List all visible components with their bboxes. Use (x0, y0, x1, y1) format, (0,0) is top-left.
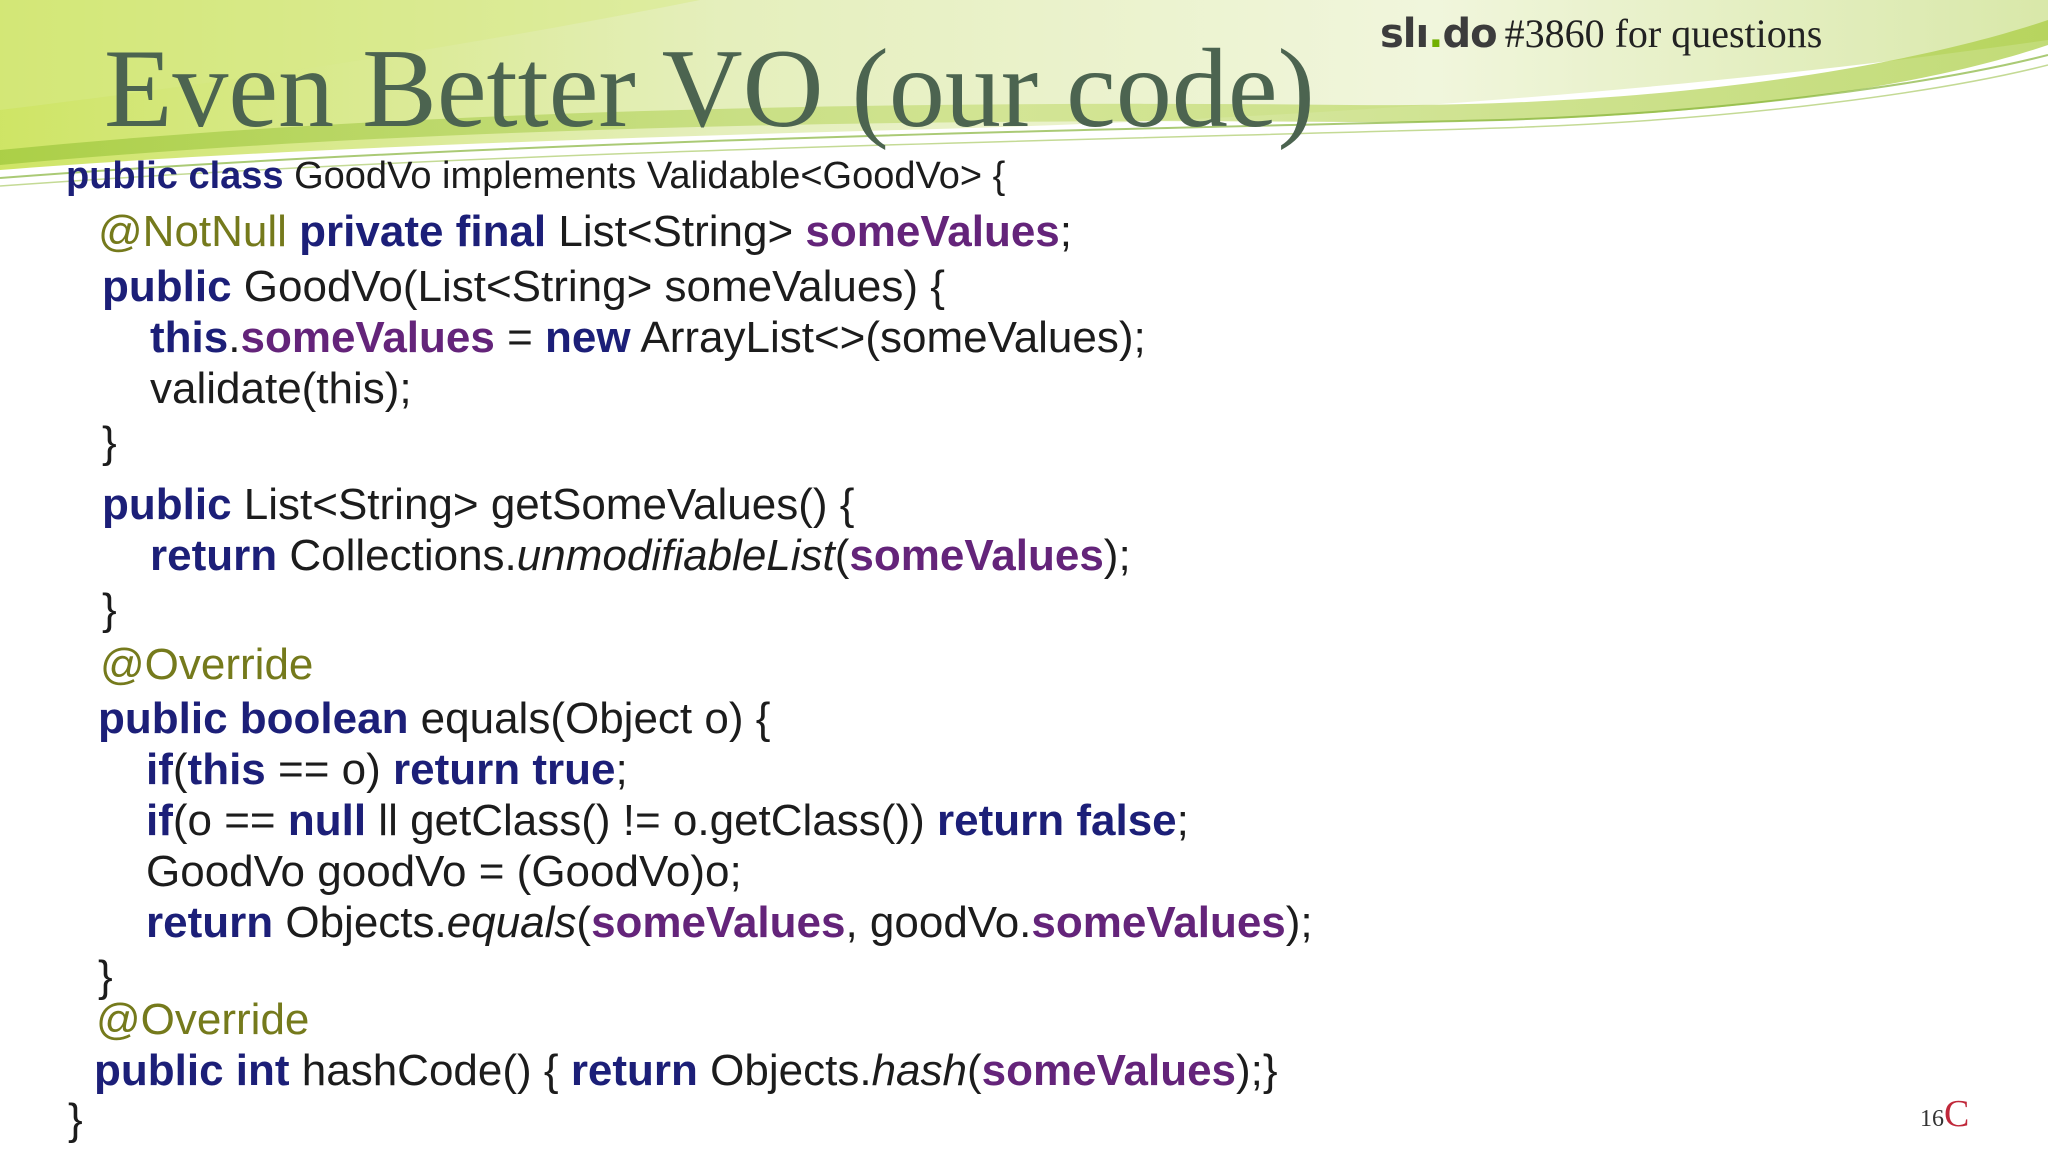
slido-badge: slı.do #3860 for questions (1380, 10, 1822, 66)
code-line-7: public List<String> getSomeValues() { (102, 480, 855, 529)
code-line-17: @Override (96, 995, 310, 1044)
brand-logo-letter: C (1944, 1093, 1970, 1135)
code-line-11: public boolean equals(Object o) { (98, 694, 771, 743)
page-number: 16 (1920, 1106, 1944, 1132)
code-line-13: if(o == null ll getClass() != o.getClass… (146, 796, 1189, 845)
slide-footer: 16C (1920, 1092, 1969, 1136)
slide-title: Even Better VO (our code) (104, 27, 1315, 151)
slido-logo: slı.do (1380, 11, 1498, 57)
slido-questions-text: #3860 for questions (1504, 11, 1823, 56)
code-line-9: } (102, 585, 117, 634)
code-line-6: } (102, 418, 117, 467)
code-line-16: } (98, 952, 113, 1001)
code-line-14: GoodVo goodVo = (GoodVo)o; (146, 847, 742, 896)
code-line-3: public GoodVo(List<String> someValues) { (102, 262, 945, 311)
header-swoosh-decoration (0, 0, 2048, 187)
code-line-19: } (68, 1095, 83, 1144)
code-line-2: @NotNull private final List<String> some… (98, 207, 1073, 256)
code-line-1: public class GoodVo implements Validable… (66, 155, 1006, 197)
code-line-10: @Override (100, 640, 314, 689)
code-line-5: validate(this); (150, 364, 412, 413)
code-line-4: this.someValues = new ArrayList<>(someVa… (150, 313, 1146, 362)
code-line-8: return Collections.unmodifiableList(some… (150, 531, 1131, 580)
code-line-12: if(this == o) return true; (146, 745, 628, 794)
code-line-15: return Objects.equals(someValues, goodVo… (146, 898, 1313, 947)
code-line-18: public int hashCode() { return Objects.h… (94, 1046, 1278, 1095)
